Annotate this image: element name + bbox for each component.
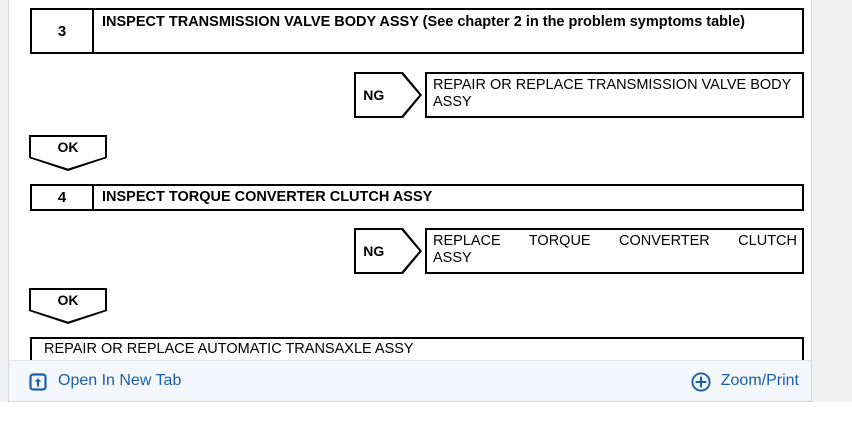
branch-tag-ok-4: OK <box>29 288 107 324</box>
step-title-3: INSPECT TRANSMISSION VALVE BODY ASSY (Se… <box>102 14 745 30</box>
step-row-3: 3 INSPECT TRANSMISSION VALVE BODY ASSY (… <box>30 8 804 54</box>
open-in-new-tab-label: Open In New Tab <box>58 372 182 389</box>
ok-label-4: OK <box>57 291 79 308</box>
document-toolbar: Open In New Tab Zoom/Print <box>9 360 811 401</box>
result-box-ng-4: REPLACE TORQUE CONVERTER CLUTCH ASSY <box>425 228 804 274</box>
step-row-4: 4 INSPECT TORQUE CONVERTER CLUTCH ASSY <box>30 184 804 211</box>
result-box-ng-4-line2: ASSY <box>433 250 472 267</box>
ng-label-3: NG <box>363 87 385 103</box>
branch-tag-ok-3: OK <box>29 135 107 171</box>
plus-circle-icon <box>690 371 712 393</box>
branch-tag-ng-3: NG <box>354 72 422 118</box>
ng-label-4: NG <box>363 243 385 259</box>
result-box-ng-4-line1: REPLACE TORQUE CONVERTER CLUTCH <box>433 233 797 249</box>
zoom-print-label: Zoom/Print <box>720 372 799 389</box>
flowchart-canvas: 3 INSPECT TRANSMISSION VALVE BODY ASSY (… <box>9 0 811 363</box>
step-number-3: 3 <box>32 10 94 52</box>
step-title-4: INSPECT TORQUE CONVERTER CLUTCH ASSY <box>102 188 433 205</box>
ok-label-3: OK <box>57 138 79 155</box>
document-panel: 3 INSPECT TRANSMISSION VALVE BODY ASSY (… <box>8 0 812 402</box>
step-number-4: 4 <box>32 186 94 209</box>
open-in-new-tab-button[interactable]: Open In New Tab <box>27 361 182 401</box>
result-box-ng-3: REPAIR OR REPLACE TRANSMISSION VALVE BOD… <box>425 72 804 118</box>
zoom-print-button[interactable]: Zoom/Print <box>690 361 799 401</box>
open-in-new-tab-icon <box>27 371 49 393</box>
branch-tag-ng-4: NG <box>354 228 422 274</box>
viewer-bottom-strip <box>0 402 852 422</box>
viewer-right-gutter <box>813 0 852 422</box>
final-result-box: REPAIR OR REPLACE AUTOMATIC TRANSAXLE AS… <box>30 337 804 363</box>
